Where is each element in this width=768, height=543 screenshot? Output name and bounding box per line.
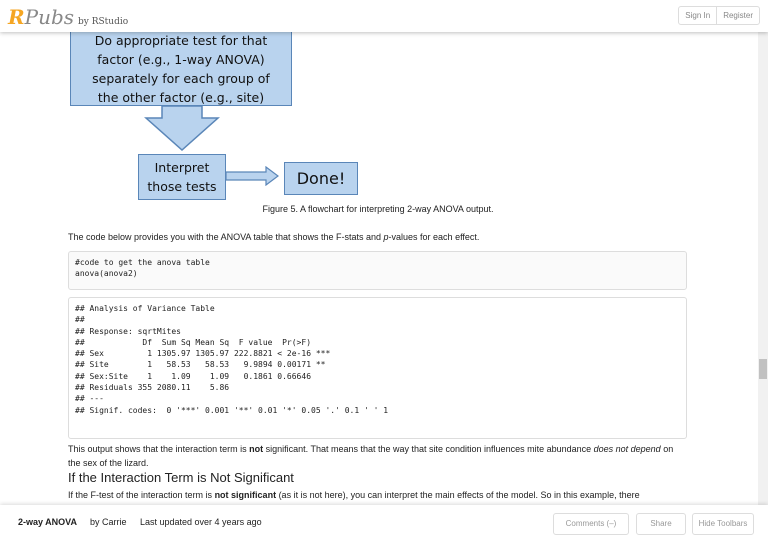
arrow-down-icon (144, 106, 220, 152)
paragraph-main-effects: If the F-test of the interaction term is… (68, 490, 640, 500)
share-button[interactable]: Share (636, 513, 686, 535)
document-title: 2-way ANOVA (18, 517, 78, 527)
sign-in-button[interactable]: Sign In (685, 11, 711, 20)
figure-caption: Figure 5. A flowchart for interpreting 2… (262, 204, 494, 214)
comments-button[interactable]: Comments (–) (553, 513, 629, 535)
bottom-bar: 2-way ANOVA by Carrie Last updated over … (0, 505, 768, 543)
last-updated: Last updated over 4 years ago (140, 517, 262, 527)
flowchart-box-test: Do appropriate test for that factor (e.g… (70, 28, 292, 106)
output-block: ## Analysis of Variance Table ## ## Resp… (68, 297, 687, 439)
scrollbar[interactable] (758, 32, 768, 505)
scrollbar-thumb[interactable] (759, 359, 767, 379)
flowchart-box-interpret: Interpret those tests (138, 154, 226, 200)
flowchart-box-done: Done! (284, 162, 358, 195)
byline: by RStudio (78, 17, 129, 27)
code-block: #code to get the anova table anova(anova… (68, 251, 687, 290)
paragraph-intro: The code below provides you with the ANO… (68, 232, 480, 242)
section-heading: If the Interaction Term is Not Significa… (68, 470, 294, 485)
hide-toolbars-button[interactable]: Hide Toolbars (692, 513, 754, 535)
author: by Carrie (90, 517, 127, 527)
register-button[interactable]: Register (716, 7, 759, 24)
paragraph-result: This output shows that the interaction t… (68, 444, 674, 468)
arrow-right-icon (226, 166, 279, 186)
